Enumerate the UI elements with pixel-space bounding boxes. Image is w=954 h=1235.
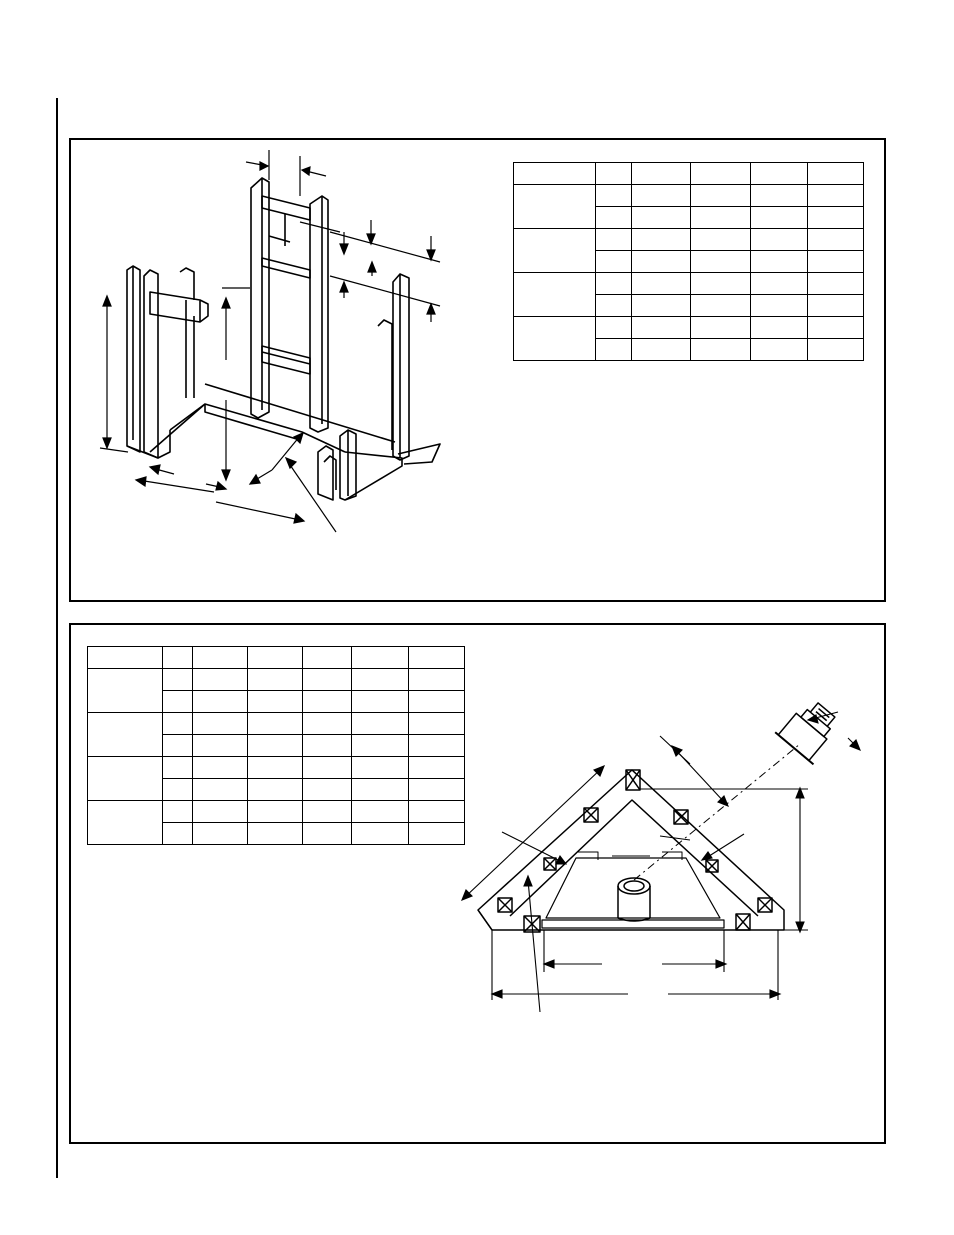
chase-stud-right xyxy=(309,195,329,433)
table-row xyxy=(513,316,864,361)
chase-header-top xyxy=(261,195,311,221)
table-row xyxy=(513,228,864,273)
floor-back-rail xyxy=(204,383,396,443)
table-cell xyxy=(246,822,304,845)
table-cell xyxy=(807,338,864,361)
floor-left-rail xyxy=(169,403,206,438)
table-row xyxy=(514,206,864,229)
table-row xyxy=(87,800,465,845)
chase-header-low xyxy=(261,345,311,375)
page-margin-rule xyxy=(56,98,58,1178)
leader-line xyxy=(287,461,337,533)
table-cell xyxy=(408,822,465,845)
table-row xyxy=(514,338,864,361)
chase-stud-left xyxy=(250,177,270,419)
table-row xyxy=(513,272,864,317)
table-header-row xyxy=(87,646,465,669)
left-stud-bottom xyxy=(126,438,171,459)
floor-inner-rail xyxy=(204,404,301,441)
table-cell xyxy=(690,338,752,361)
right-corner-post-3 xyxy=(323,455,337,490)
left-stud-1 xyxy=(126,265,141,453)
leader-left-bracket xyxy=(501,831,563,863)
hearth-extension xyxy=(397,443,441,465)
right-stud-2 xyxy=(377,319,393,450)
leader-right-bracket xyxy=(705,833,745,859)
right-corner-post-1 xyxy=(317,445,334,501)
chase-inner-rail xyxy=(268,214,291,246)
fireplace-front xyxy=(541,919,725,929)
leader-center xyxy=(659,835,691,841)
floor-front-rail xyxy=(149,403,346,453)
dim-width-rear xyxy=(215,501,301,521)
wall-stud-blocks xyxy=(497,769,773,933)
vent-collar-body xyxy=(617,886,651,918)
table-row xyxy=(88,690,465,713)
table-header-row xyxy=(513,162,864,185)
fireplace-unit xyxy=(545,857,721,919)
group-label-cell xyxy=(87,800,163,845)
group-label-cell xyxy=(513,184,596,229)
framing-dimension-table xyxy=(513,162,864,361)
table-row xyxy=(87,712,465,757)
table-row xyxy=(513,184,864,229)
corner-wall-inner xyxy=(509,799,759,917)
group-label-cell xyxy=(87,712,163,757)
group-label-cell xyxy=(513,272,596,317)
left-crossbar xyxy=(149,291,209,323)
table-row xyxy=(514,250,864,273)
dim-wall-left xyxy=(463,767,603,899)
termination-cap xyxy=(774,702,836,766)
table-row xyxy=(87,756,465,801)
group-label-cell xyxy=(87,668,163,713)
left-stud-3 xyxy=(179,267,195,300)
wall-left-edge xyxy=(477,909,493,931)
chase-header-mid xyxy=(261,257,311,279)
dim-width-front xyxy=(137,479,215,493)
corner-wall-outer xyxy=(477,769,785,931)
table-row xyxy=(88,822,465,845)
left-stud-2 xyxy=(143,269,159,459)
leader-bottom-left xyxy=(527,879,541,1013)
group-label-cell xyxy=(87,756,163,801)
floor-right-rail xyxy=(344,451,403,501)
left-stud-3-lower xyxy=(185,300,195,398)
corner-dimension-table xyxy=(87,646,465,845)
right-corner-post-2 xyxy=(339,429,357,501)
right-stud-1 xyxy=(392,273,410,461)
